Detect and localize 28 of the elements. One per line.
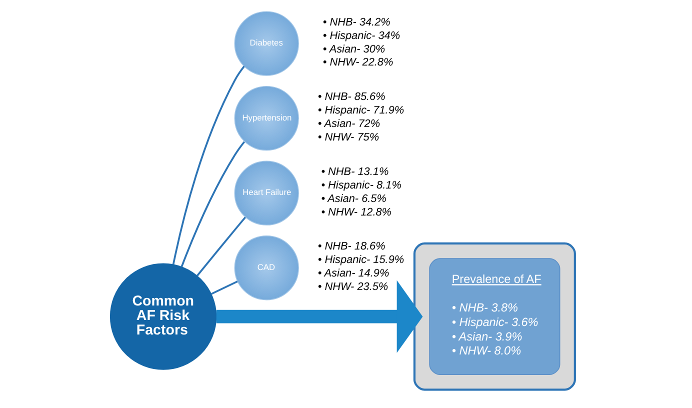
node-label: • Hispanic- 34% (322, 30, 400, 42)
connector (172, 66, 245, 265)
node-circle: Diabetes (234, 11, 299, 76)
connector (196, 216, 246, 276)
node-circle: Heart Failure (234, 160, 299, 226)
arrow (216, 280, 423, 353)
node-label: • NHW- 75% (318, 131, 380, 144)
node-label: • Asian- 6.5% (321, 192, 386, 205)
node-label: • Hispanic- 8.1% (321, 179, 402, 192)
cluster (413, 242, 576, 391)
connector (180, 141, 246, 268)
node-label: • NHB- 34.2% (322, 16, 390, 28)
node-label: • Hispanic- 71.9% (318, 104, 404, 117)
node-label: • Asian- 30% (322, 43, 386, 56)
node-label: • NHW- 23.5% (318, 281, 388, 294)
node-label: • Asian- 72% (318, 118, 380, 130)
node-box: Prevalence of AF • NHB- 3.8% • Hispanic- 3.6% • Asian- 3.9% • NHW- 8.0% (429, 258, 560, 375)
node-label: • NHB- 18.6% (318, 240, 386, 253)
node-label: • NHB- 85.6% (318, 91, 386, 104)
node-circle: CAD (234, 236, 299, 300)
node-label: • NHW- 22.8% (322, 56, 394, 69)
node-label: • Hispanic- 15.9% (318, 254, 404, 266)
node-circle: Hypertension (234, 86, 299, 151)
connector (210, 280, 238, 295)
node-label: • NHB- 13.1% (321, 166, 389, 178)
node-label: • NHW- 12.8% (321, 206, 392, 218)
node-circle: Common AF Risk Factors (110, 263, 217, 370)
node-label: • Asian- 14.9% (318, 268, 390, 280)
